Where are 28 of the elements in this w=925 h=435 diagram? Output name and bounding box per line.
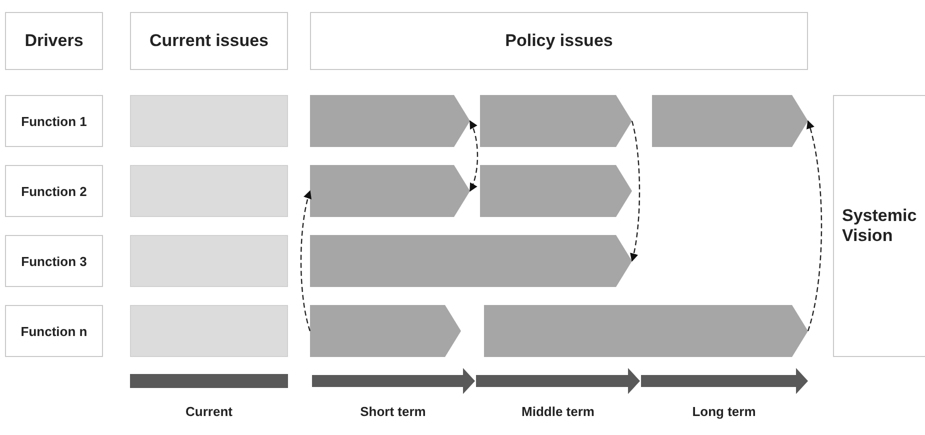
function-label: Function n [5, 305, 103, 357]
function-label: Function 2 [5, 165, 103, 217]
function-label: Function 1 [5, 95, 103, 147]
dashed-arrow [630, 120, 640, 262]
timeline-label: Long term [692, 404, 756, 419]
timeline-label: Middle term [522, 404, 594, 419]
policy-phase-block [310, 165, 470, 217]
policy-phase-block [484, 305, 808, 357]
policy-phase-block [310, 235, 632, 287]
current-issue-box [130, 235, 288, 287]
dashed-arrow [806, 120, 822, 332]
current-issue-box [130, 95, 288, 147]
dashed-arrow [469, 120, 478, 192]
policy-phase-block [310, 95, 470, 147]
timeline-label: Current [186, 404, 232, 419]
policy-phase-block [652, 95, 808, 147]
column-header: Drivers [5, 12, 103, 70]
dashed-arrow [300, 190, 312, 332]
column-header: Current issues [130, 12, 288, 70]
function-label: Function 3 [5, 235, 103, 287]
policy-phase-block [480, 95, 632, 147]
current-issue-box [130, 305, 288, 357]
timeline-label: Short term [360, 404, 426, 419]
column-header: Policy issues [310, 12, 808, 70]
vision-box: Systemic Vision [833, 95, 925, 357]
current-issue-box [130, 165, 288, 217]
policy-phase-block [480, 165, 632, 217]
policy-phase-block [310, 305, 461, 357]
